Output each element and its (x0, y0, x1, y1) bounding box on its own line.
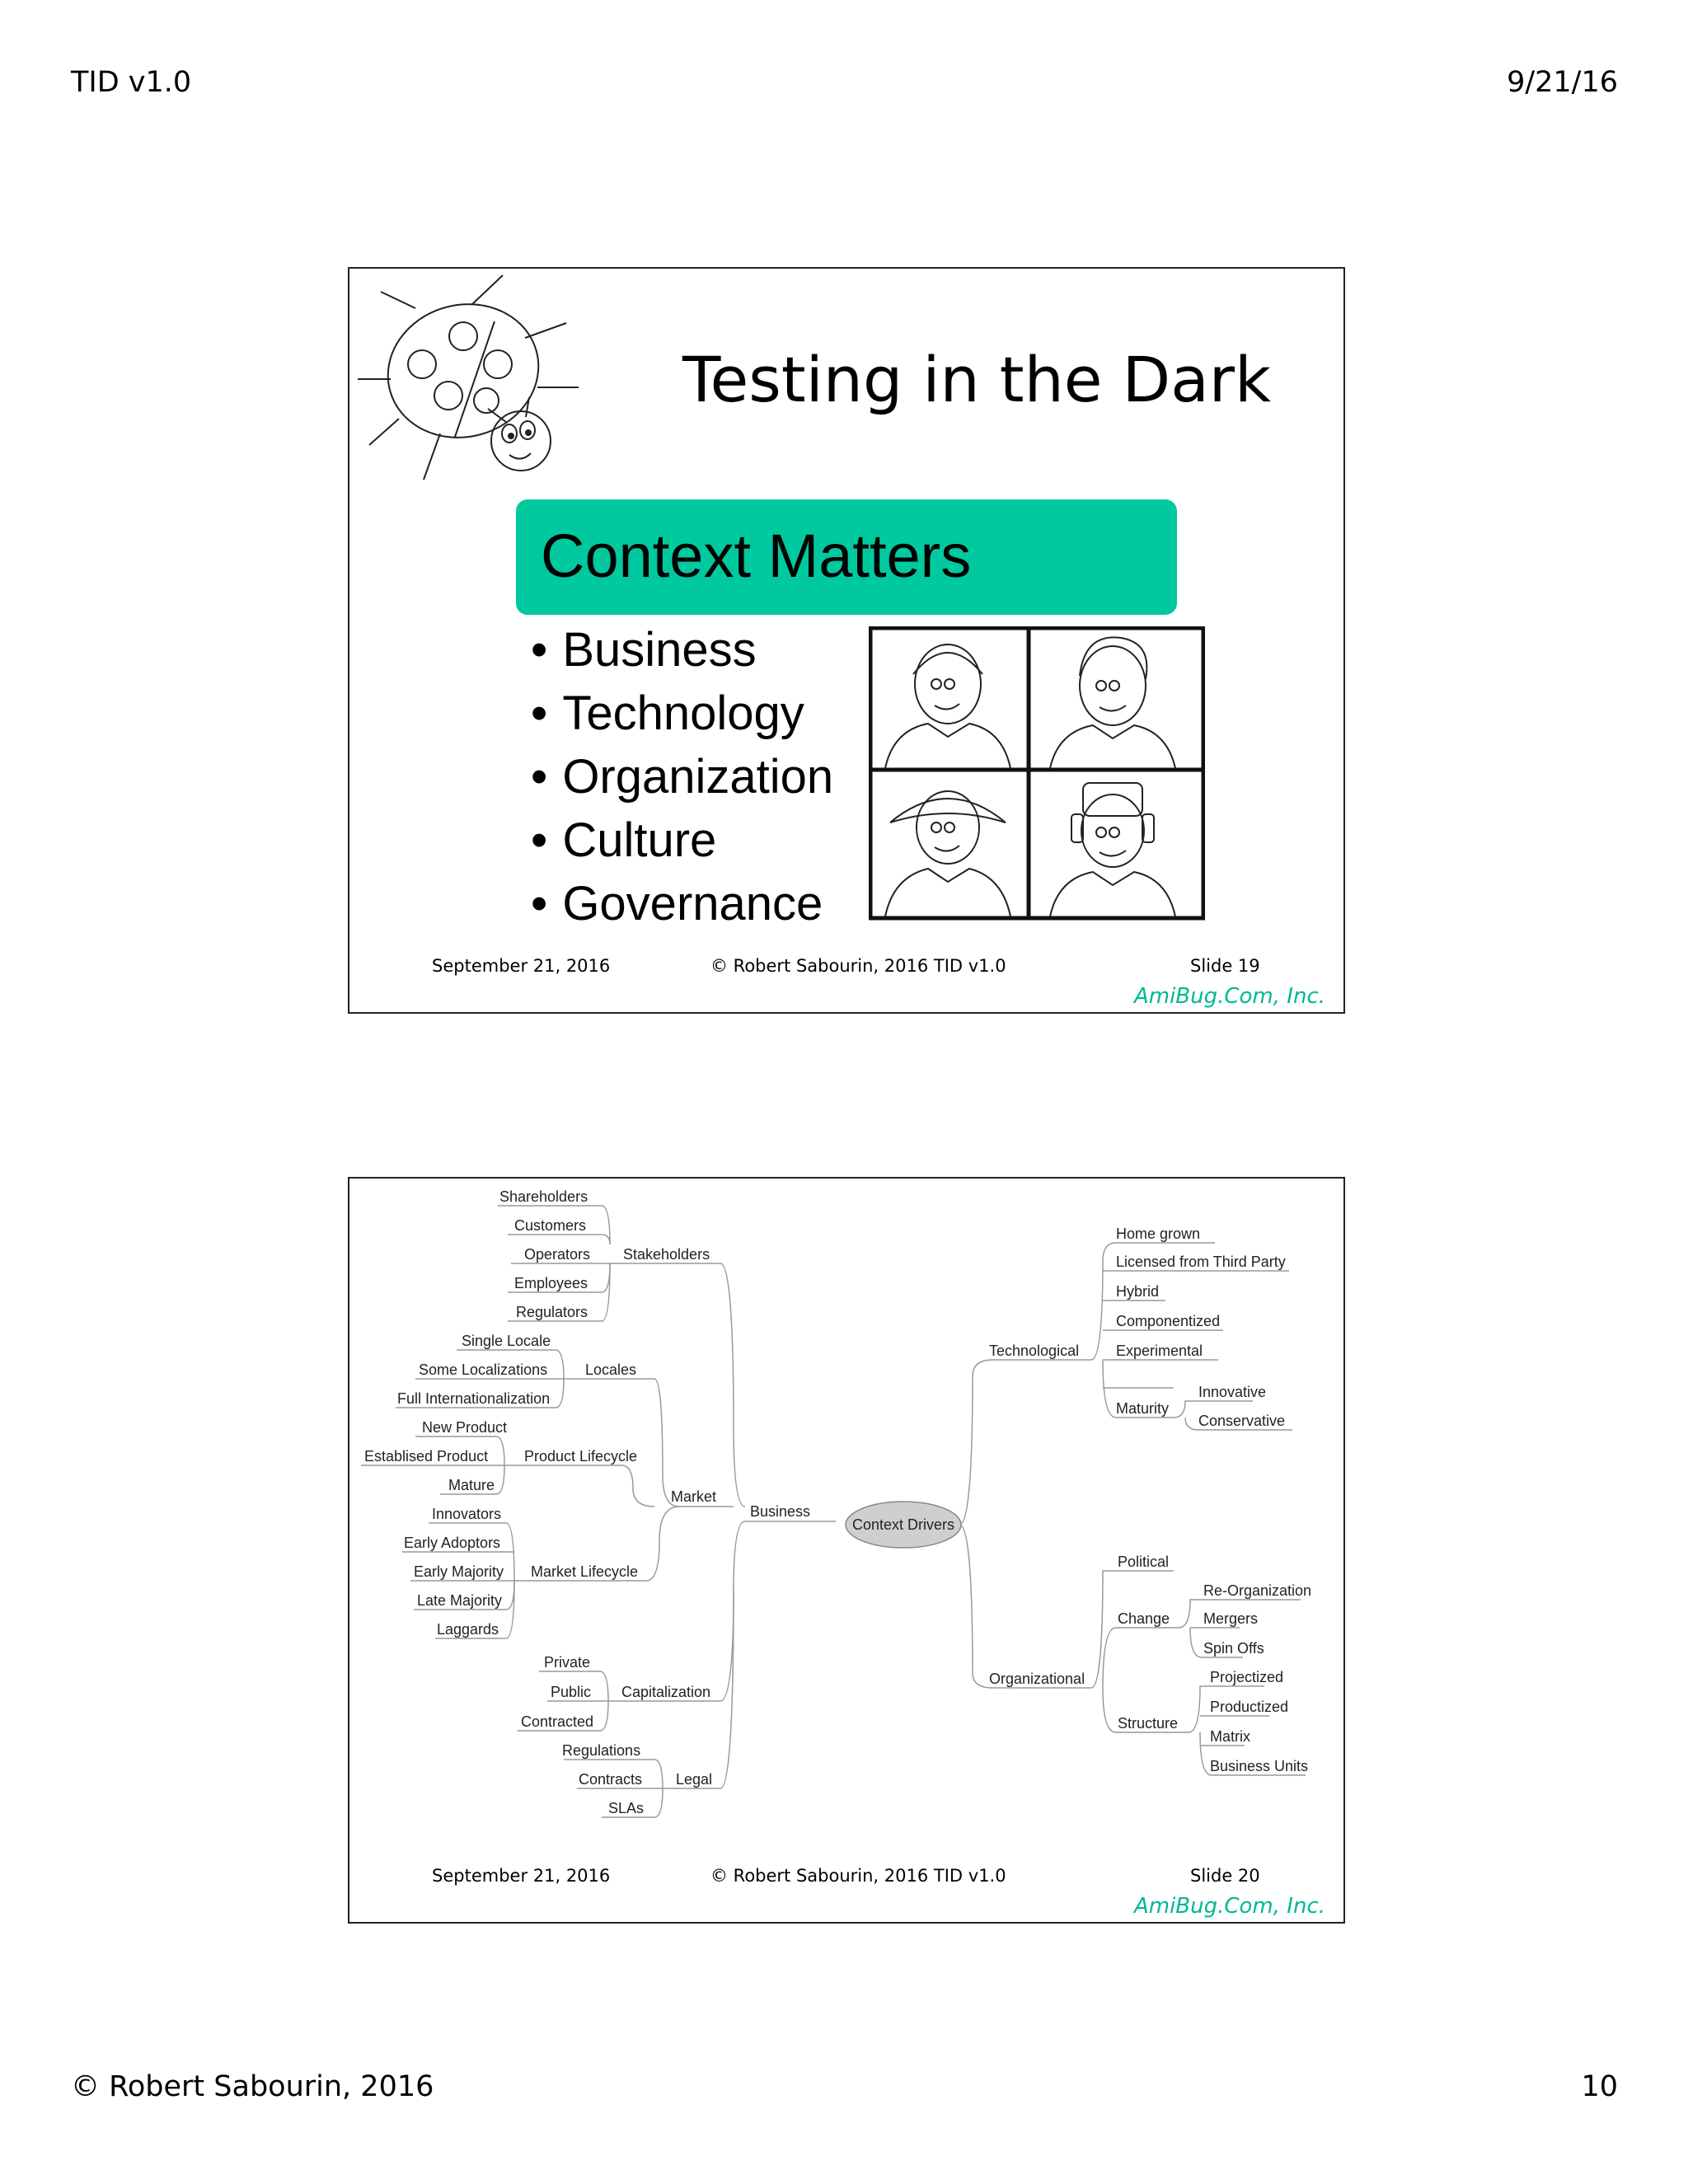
center-node-label: Context Drivers (852, 1516, 954, 1533)
footer-copyright-page: © Robert Sabourin, 2016 (71, 2070, 434, 2103)
context-matters-banner: Context Matters (516, 499, 1177, 615)
leaf: Laggards (437, 1621, 499, 1638)
leaf: Customers (514, 1217, 586, 1234)
bullet-item: Business (531, 618, 833, 682)
footer-slide-number: Slide 19 (1190, 956, 1260, 976)
footer-copyright: © Robert Sabourin, 2016 TID v1.0 (710, 956, 1006, 976)
node-market: Market (671, 1488, 716, 1505)
leaf: Operators (524, 1246, 590, 1263)
node-capitalization: Capitalization (621, 1684, 710, 1700)
leaf: New Product (422, 1419, 507, 1436)
slide-title: Testing in the Dark (682, 343, 1272, 416)
footer-date: September 21, 2016 (432, 1866, 611, 1886)
leaf: Mature (448, 1477, 495, 1493)
node-organizational: Organizational (989, 1671, 1085, 1687)
leaf: Some Localizations (419, 1361, 547, 1378)
leaf: Late Majority (417, 1592, 502, 1609)
header-left: TID v1.0 (71, 66, 192, 99)
footer-date: September 21, 2016 (432, 956, 611, 976)
node-technological: Technological (989, 1343, 1079, 1359)
node-legal: Legal (676, 1771, 712, 1788)
node-market-lifecycle: Market Lifecycle (531, 1563, 638, 1580)
leaf: SLAs (608, 1800, 644, 1816)
leaf: Private (544, 1654, 590, 1671)
leaf: Business Units (1210, 1758, 1308, 1774)
bullet-item: Technology (531, 682, 833, 745)
leaf: Hybrid (1116, 1283, 1159, 1300)
leaf: Componentized (1116, 1313, 1220, 1329)
node-business: Business (750, 1503, 810, 1520)
leaf: Shareholders (499, 1188, 588, 1205)
bullet-item: Governance (531, 872, 833, 935)
leaf: Productized (1210, 1699, 1288, 1715)
leaf: Single Locale (462, 1333, 551, 1349)
leaf: Mergers (1203, 1610, 1258, 1627)
node-structure: Structure (1118, 1715, 1178, 1732)
node-product-lifecycle: Product Lifecycle (524, 1448, 637, 1465)
node-locales: Locales (585, 1361, 636, 1378)
leaf: Innovative (1198, 1384, 1266, 1400)
footer-slide-number: Slide 20 (1190, 1866, 1260, 1886)
context-bullet-list: Business Technology Organization Culture… (531, 618, 833, 935)
ladybug-illustration (358, 274, 579, 480)
leaf: Matrix (1210, 1728, 1250, 1745)
leaf: Regulations (562, 1742, 640, 1759)
leaf: Innovators (432, 1506, 501, 1522)
leaf: Political (1118, 1554, 1169, 1570)
node-change: Change (1118, 1610, 1170, 1627)
page-number: 10 (1581, 2070, 1618, 2103)
banner-text: Context Matters (541, 522, 972, 590)
footer-copyright: © Robert Sabourin, 2016 TID v1.0 (710, 1866, 1006, 1886)
node-maturity: Maturity (1116, 1400, 1169, 1417)
bullet-item: Organization (531, 745, 833, 808)
slide-19: Testing in the Dark Context Matters Busi… (348, 267, 1345, 1014)
leaf: Public (551, 1684, 591, 1700)
people-faces-grid (869, 626, 1205, 921)
leaf: Establised Product (364, 1448, 488, 1465)
leaf: Projectized (1210, 1669, 1283, 1685)
context-drivers-mindmap: Context Drivers Business Stakeholders Sh… (361, 1188, 1311, 1818)
leaf: Experimental (1116, 1343, 1203, 1359)
leaf: Regulators (516, 1304, 588, 1320)
brand-logo-text: AmiBug.Com, Inc. (1133, 1894, 1325, 1919)
bullet-item: Culture (531, 808, 833, 872)
leaf: Contracted (521, 1713, 593, 1730)
header-right: 9/21/16 (1507, 66, 1618, 99)
leaf: Early Adoptors (404, 1535, 500, 1551)
leaf: Full Internationalization (397, 1390, 550, 1407)
leaf: Re-Organization (1203, 1582, 1311, 1599)
leaf: Employees (514, 1275, 588, 1291)
leaf: Home grown (1116, 1226, 1200, 1242)
slide-20: Context Drivers Business Stakeholders Sh… (348, 1177, 1345, 1924)
leaf: Early Majority (414, 1563, 504, 1580)
brand-logo-text: AmiBug.Com, Inc. (1133, 984, 1325, 1009)
node-stakeholders: Stakeholders (623, 1246, 710, 1263)
leaf: Conservative (1198, 1413, 1285, 1429)
leaf: Licensed from Third Party (1116, 1254, 1286, 1270)
leaf: Spin Offs (1203, 1640, 1264, 1657)
leaf: Contracts (579, 1771, 642, 1788)
center-node (845, 1501, 962, 1549)
